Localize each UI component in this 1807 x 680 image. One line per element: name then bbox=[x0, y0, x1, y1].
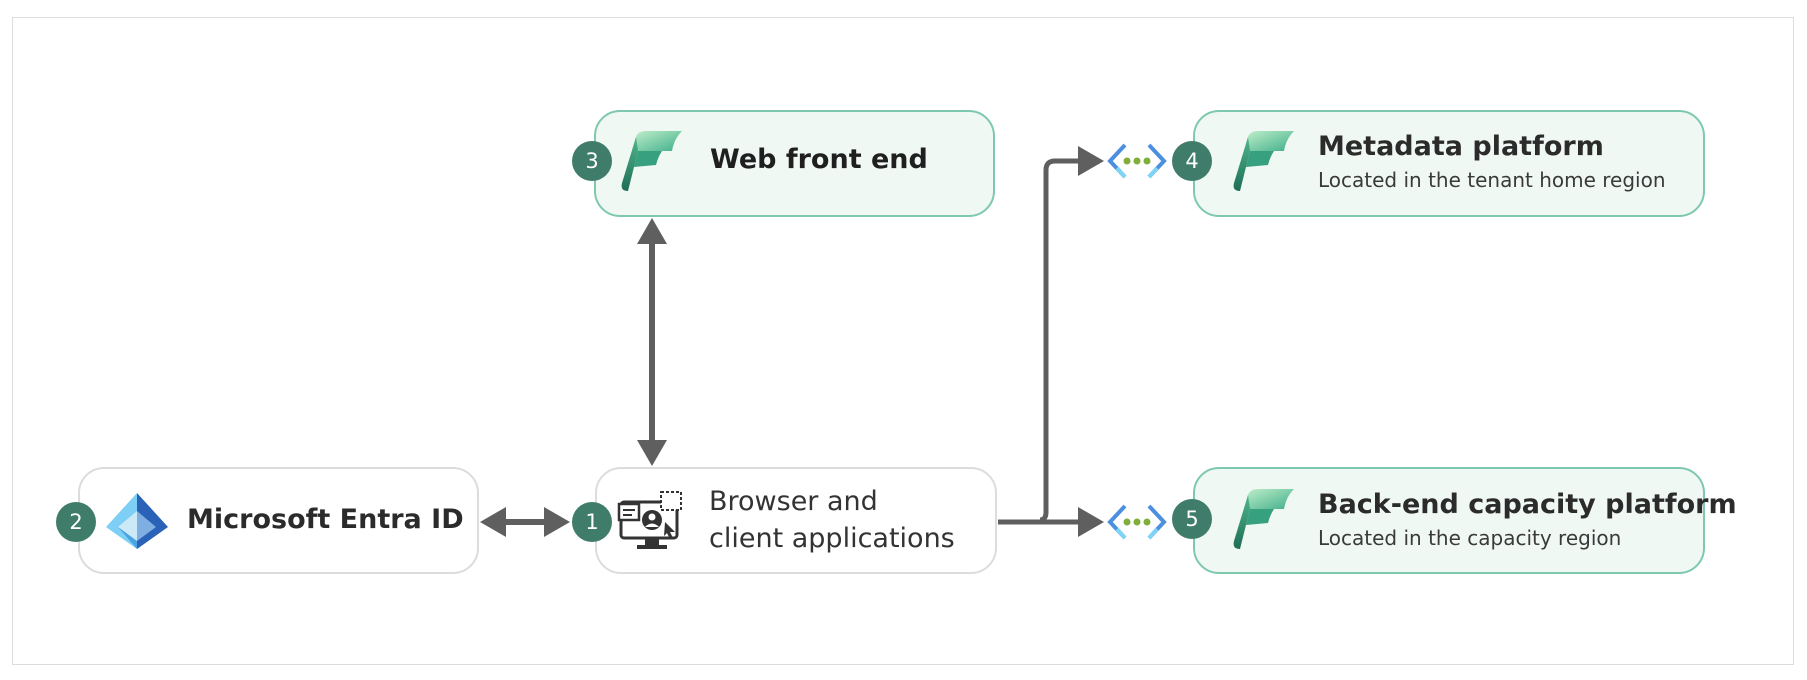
badge-1: 1 bbox=[572, 502, 612, 542]
web-front-end-box bbox=[594, 110, 995, 217]
entra-pyramid-icon bbox=[106, 493, 168, 549]
private-endpoint-icon bbox=[1107, 143, 1167, 179]
backend-capacity-title: Back-end capacity platform bbox=[1318, 489, 1737, 520]
arrowhead-right bbox=[544, 507, 570, 537]
arrowhead-down bbox=[637, 440, 667, 466]
entra-id-title: Microsoft Entra ID bbox=[187, 504, 464, 535]
badge-4: 4 bbox=[1172, 141, 1212, 181]
metadata-platform-subtitle: Located in the tenant home region bbox=[1318, 168, 1666, 192]
arrowhead-backend bbox=[1078, 507, 1104, 537]
badge-5: 5 bbox=[1172, 499, 1212, 539]
monitor-user-icon bbox=[617, 491, 682, 549]
browser-label-line2: client applications bbox=[709, 523, 955, 554]
private-endpoint-icon bbox=[1107, 504, 1167, 540]
web-front-end-title: Web front end bbox=[710, 144, 928, 175]
fabric-logo-icon bbox=[1233, 131, 1294, 191]
metadata-platform-title: Metadata platform bbox=[1318, 131, 1604, 162]
metadata-platform-box bbox=[1193, 110, 1705, 217]
backend-capacity-subtitle: Located in the capacity region bbox=[1318, 526, 1622, 550]
browser-label-line1: Browser and bbox=[709, 486, 878, 517]
arrowhead-metadata bbox=[1078, 146, 1104, 176]
arrowhead-up bbox=[637, 218, 667, 244]
arrowhead-left bbox=[480, 507, 506, 537]
fabric-logo-icon bbox=[621, 131, 682, 191]
arrow-browser-metadata bbox=[1039, 158, 1082, 523]
fabric-logo-icon bbox=[1233, 489, 1294, 549]
badge-3: 3 bbox=[572, 141, 612, 181]
badge-2: 2 bbox=[56, 502, 96, 542]
browser-clients-box bbox=[595, 467, 997, 574]
